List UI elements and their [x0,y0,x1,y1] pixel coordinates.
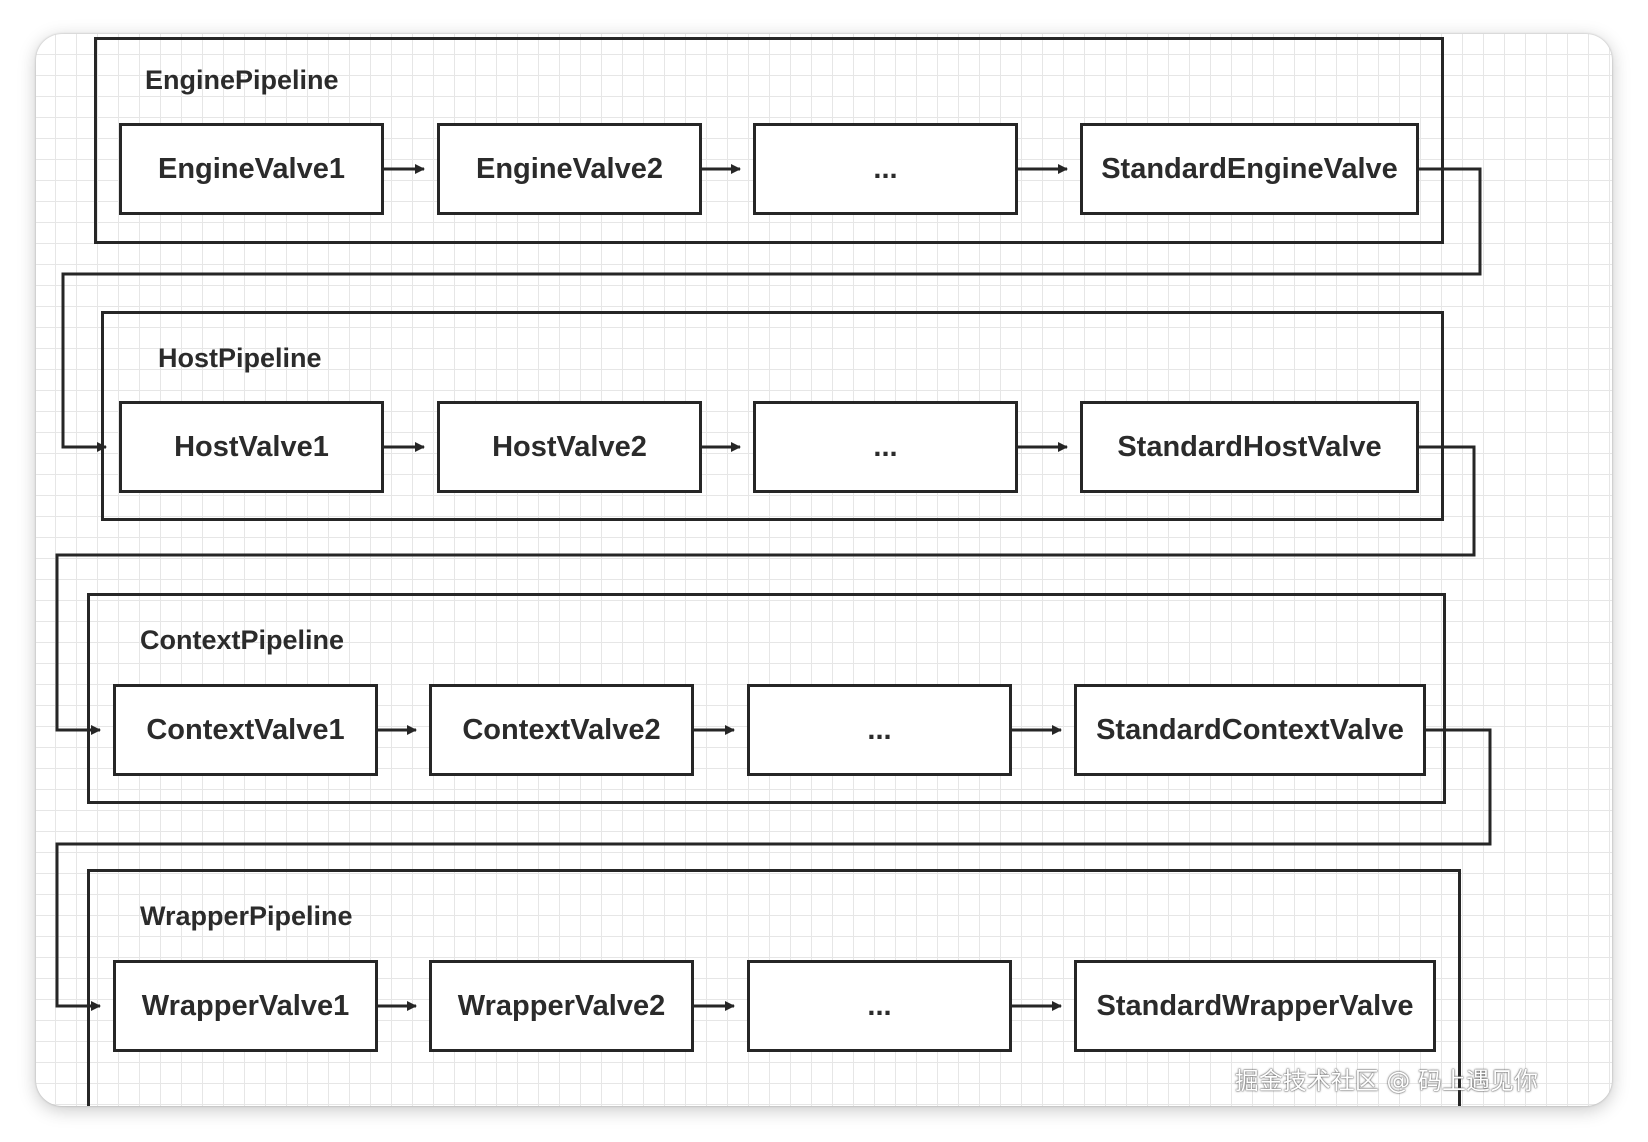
host-pipeline: HostPipeline [101,311,1444,521]
wrapper-valve-1: WrapperValve1 [113,960,378,1052]
context-pipeline: ContextPipeline [87,593,1446,804]
arrow-host-to-context [55,445,1476,735]
pipeline-title: ContextPipeline [140,625,345,655]
pipeline-title: EnginePipeline [145,65,339,95]
wrapper-valve-ellipsis: ... [747,960,1012,1052]
arrow-context-to-wrapper [55,728,1492,1011]
context-valve-ellipsis: ... [747,684,1012,776]
standard-engine-valve: StandardEngineValve [1080,123,1419,215]
connectors [55,164,1492,1011]
host-valve-ellipsis: ... [753,401,1018,493]
wrapper-valve-2: WrapperValve2 [429,960,694,1052]
watermark: 掘金技术社区 @ 码上遇见你 [1234,1067,1538,1095]
wrapper-pipeline: WrapperPipeline [87,869,1461,1106]
standard-context-valve: StandardContextValve [1074,684,1426,776]
context-valve-1: ContextValve1 [113,684,378,776]
engine-pipeline: EnginePipeline [94,37,1444,244]
engine-valve-2: EngineValve2 [437,123,702,215]
host-valve-2: HostValve2 [437,401,702,493]
standard-host-valve: StandardHostValve [1080,401,1419,493]
diagram-canvas: EnginePipeline EngineValve1 EngineValve2… [36,34,1612,1106]
arrow-engine-to-host [61,167,1482,452]
standard-wrapper-valve: StandardWrapperValve [1074,960,1436,1052]
pipeline-title: WrapperPipeline [140,901,353,931]
engine-valve-1: EngineValve1 [119,123,384,215]
pipeline-title: HostPipeline [158,343,322,373]
context-valve-2: ContextValve2 [429,684,694,776]
engine-valve-ellipsis: ... [753,123,1018,215]
host-valve-1: HostValve1 [119,401,384,493]
